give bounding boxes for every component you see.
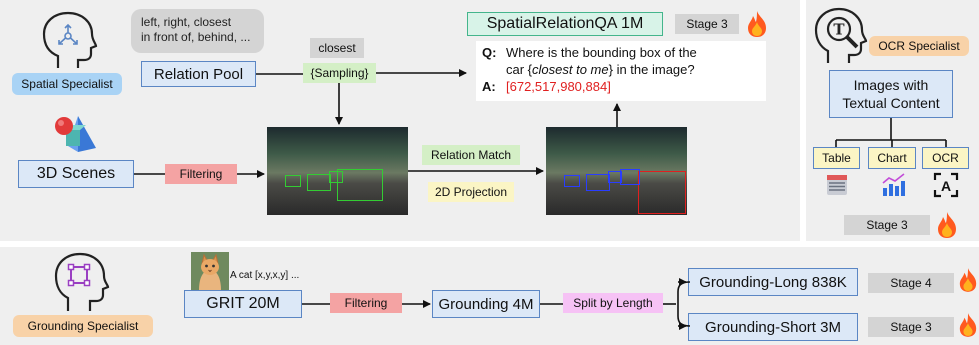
grounding-4m-box: Grounding 4M — [432, 290, 540, 318]
filtering-tag-bottom: Filtering — [330, 293, 402, 313]
sampling-tag: {Sampling} — [303, 63, 376, 83]
textual-content-box: Images with Textual Content — [829, 70, 953, 118]
head-grounding-icon — [54, 252, 110, 311]
table-icon — [827, 175, 847, 195]
cat-image — [191, 252, 229, 290]
chart-icon — [882, 173, 905, 196]
filtering-tag-top: Filtering — [165, 164, 237, 184]
category-table: Table — [813, 147, 860, 169]
ocr-scan-icon: A — [933, 172, 959, 198]
question-key: Q: — [482, 45, 497, 60]
relation-examples-line-1: left, right, closest — [141, 15, 232, 29]
category-chart: Chart — [868, 147, 916, 169]
red-box-closest — [638, 171, 686, 214]
3d-shapes-icon — [55, 116, 96, 152]
blue-box-3 — [608, 171, 622, 183]
grit-box: GRIT 20M — [184, 290, 302, 318]
question-emphasis: closest to me — [532, 62, 609, 77]
spatial-dataset-box: SpatialRelationQA 1M — [467, 12, 663, 36]
svg-text:A: A — [941, 178, 951, 194]
green-box-3 — [285, 175, 301, 187]
scene-photo-blue-boxes — [546, 127, 687, 215]
ocr-stage-badge: Stage 3 — [844, 215, 930, 235]
2d-projection-tag: 2D Projection — [428, 182, 514, 202]
answer-key: A: — [482, 79, 496, 94]
closest-tag: closest — [310, 38, 364, 58]
textual-content-line-1: Images with — [853, 77, 929, 93]
short-stage-badge: Stage 3 — [868, 317, 954, 337]
answer-text: [672,517,980,884] — [506, 79, 611, 94]
split-bracket — [677, 281, 691, 327]
fire-icon — [748, 11, 766, 37]
cat-caption: A cat [x,y,x,y] ... — [230, 270, 300, 281]
spatial-stage-badge: Stage 3 — [675, 14, 739, 34]
ocr-specialist-label: OCR Specialist — [869, 36, 969, 56]
fire-icon — [959, 268, 977, 292]
green-box-4 — [329, 171, 343, 183]
answer-line: A: [672,517,980,884] — [482, 78, 766, 95]
ocr-tree-legs — [835, 140, 947, 147]
grounding-long-box: Grounding-Long 838K — [688, 268, 858, 296]
relation-examples-bubble: left, right, closest in front of, behind… — [131, 9, 264, 53]
relation-match-tag: Relation Match — [422, 145, 520, 165]
relation-examples-line-2: in front of, behind, ... — [141, 30, 251, 44]
fire-icon — [938, 212, 956, 238]
grounding-short-box: Grounding-Short 3M — [688, 313, 858, 341]
head-spatial-icon — [42, 11, 98, 68]
blue-box-2 — [564, 175, 580, 187]
fire-icon — [959, 313, 977, 337]
head-ocr-icon: T — [814, 7, 868, 63]
scene-photo-green-boxes — [267, 127, 408, 215]
svg-text:T: T — [833, 21, 845, 39]
blue-box-4 — [620, 169, 640, 185]
question-text-1: Where is the bounding box of the — [506, 45, 697, 60]
category-ocr: OCR — [922, 147, 969, 169]
relation-pool-box: Relation Pool — [141, 61, 256, 87]
textual-content-line-2: Textual Content — [842, 95, 940, 111]
spatial-specialist-label: Spatial Specialist — [12, 73, 122, 95]
question-line-1: Q: Where is the bounding box of the — [482, 44, 766, 61]
question-line-2: car {closest to me} in the image? — [482, 61, 766, 78]
3d-scenes-box: 3D Scenes — [18, 160, 134, 188]
question-post: } in the image? — [608, 62, 695, 77]
long-stage-badge: Stage 4 — [868, 273, 954, 293]
split-by-length-tag: Split by Length — [563, 293, 663, 313]
question-text-2: car {closest to me} in the image? — [506, 61, 695, 78]
qa-box: Q: Where is the bounding box of the car … — [476, 41, 766, 101]
question-pre: car { — [506, 62, 533, 77]
grounding-specialist-label: Grounding Specialist — [13, 315, 153, 337]
green-box-1 — [337, 169, 383, 201]
